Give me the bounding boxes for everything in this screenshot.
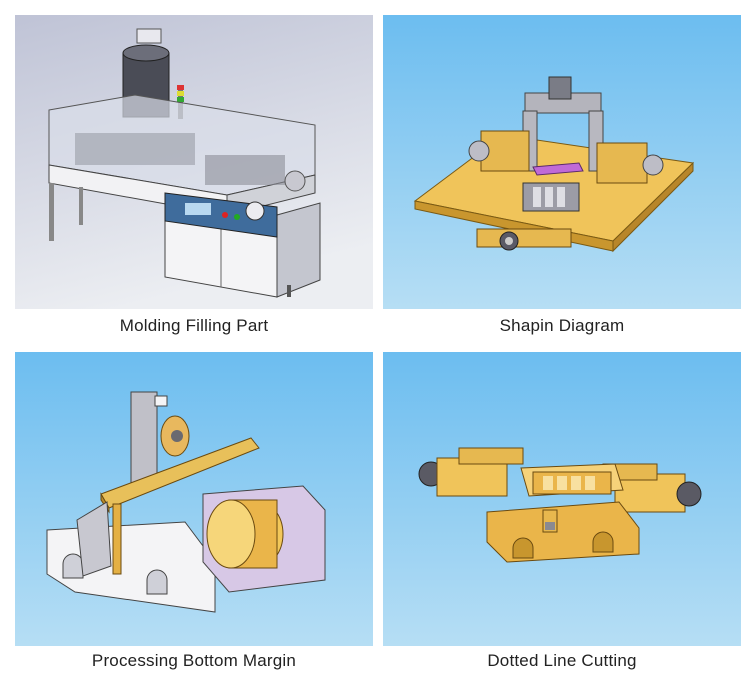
caption-processing-bottom-margin: Processing Bottom Margin — [91, 651, 297, 670]
caption-molding-filling: Molding Filling Part — [119, 316, 269, 335]
caption-dotted-line-cutting: Dotted Line Cutting — [487, 651, 637, 670]
dotted-line-cutting-image — [383, 352, 741, 646]
molding-filling-image — [15, 15, 373, 309]
caption-shapin-diagram: Shapin Diagram — [499, 316, 625, 335]
shapin-diagram-image — [383, 15, 741, 309]
processing-bottom-margin-image — [15, 352, 373, 646]
